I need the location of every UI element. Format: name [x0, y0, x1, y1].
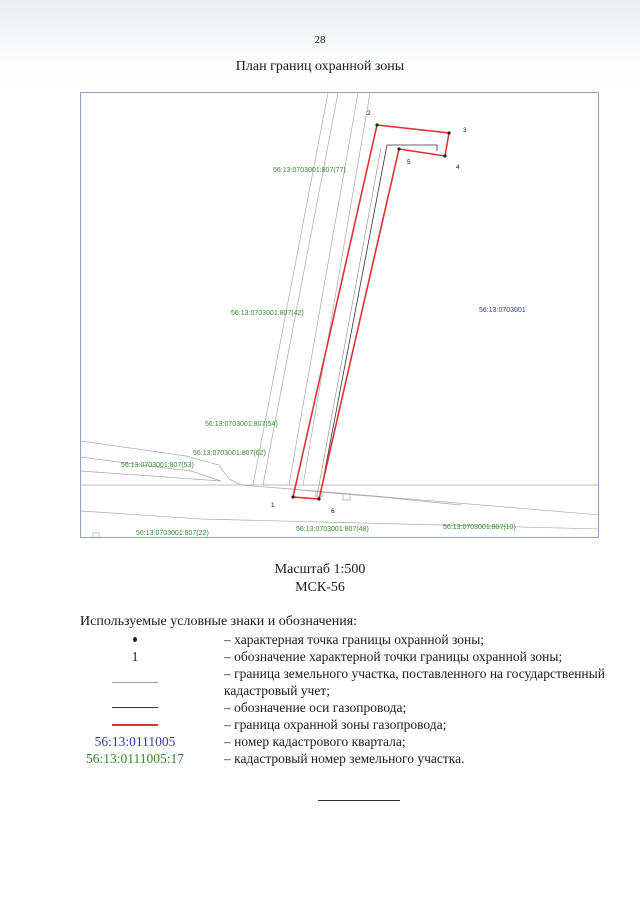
- parcel-marker: [342, 493, 351, 501]
- pipeline-axis: [319, 144, 438, 497]
- point-label-1: 1: [271, 502, 275, 509]
- parcel-line: [81, 470, 222, 482]
- coordinate-system-text: МСК-56: [295, 580, 345, 595]
- parcel-line: [290, 488, 598, 516]
- green-line-icon: [112, 681, 158, 683]
- end-divider: [318, 800, 400, 801]
- legend-text: – обозначение оси газопровода;: [224, 700, 407, 715]
- legend-symbol: [80, 699, 190, 716]
- zone-points: [291, 123, 451, 501]
- legend-row-quarter-number: 56:13:0111005 – номер кадастрового кварт…: [80, 733, 620, 750]
- parcel-label: 56:13:0703001:807(48): [296, 526, 369, 533]
- legend-text: – граница охранной зоны газопровода;: [224, 717, 447, 732]
- parcel-marker: [92, 532, 100, 537]
- legend-text: – кадастровый номер земельного участка.: [224, 751, 465, 766]
- point-label-4: 4: [456, 164, 460, 171]
- legend-symbol: 1: [131, 649, 139, 664]
- parcel-line: [81, 510, 202, 520]
- legend-text: – граница земельного участка, поставленн…: [224, 666, 605, 698]
- parcel-boundaries: [81, 93, 598, 537]
- parcel-label: 56:13:0703001:807(54): [205, 421, 278, 428]
- parcel-label: 56:13:0703001:807(62): [193, 450, 266, 457]
- parcel-line: [252, 93, 329, 486]
- zone-point: [375, 123, 379, 127]
- scale-block: Масштаб 1:500 МСК-56: [0, 561, 640, 597]
- legend-text: – характерная точка границы охранной зон…: [224, 632, 485, 647]
- legend-row-pipeline-axis: – обозначение оси газопровода;: [80, 699, 620, 716]
- quarter-label: 56:13:0703001: [479, 307, 526, 314]
- legend-row-parcel-number: 56:13:0111005:17 – кадастровый номер зем…: [80, 750, 620, 767]
- boundary-plan-map: 1 2 3 4 5 6 56:13:0703001:807(77) 56:13:…: [80, 92, 599, 538]
- parcel-line: [262, 93, 339, 486]
- point-label-3: 3: [463, 127, 467, 134]
- legend-row-point-number: 1 – обозначение характерной точки границ…: [80, 648, 620, 665]
- legend-symbol: [80, 631, 190, 648]
- legend-symbol: 56:13:0111005:17: [85, 751, 184, 766]
- parcel-label: 56:13:0703001:807(22): [136, 530, 209, 537]
- black-line-icon: [112, 707, 158, 708]
- legend-row-zone-boundary: – граница охранной зоны газопровода;: [80, 716, 620, 733]
- legend-symbol: [80, 716, 190, 733]
- red-line-icon: [112, 723, 158, 726]
- zone-point: [291, 495, 295, 499]
- parcel-label: 56:13:0703001:807(77): [273, 167, 346, 174]
- zone-point: [317, 497, 321, 501]
- parcel-line: [200, 518, 598, 530]
- legend-row-parcel-boundary: – граница земельного участка, поставленн…: [80, 665, 620, 699]
- protection-zone-boundary: [292, 124, 450, 500]
- parcel-label: 56:13:0703001:807(10): [443, 524, 516, 531]
- point-label-2: 2: [367, 110, 371, 117]
- zone-point: [447, 131, 451, 135]
- pipeline-axis-offset: [316, 147, 382, 497]
- legend-heading: Используемые условные знаки и обозначени…: [80, 614, 358, 629]
- point-label-6: 6: [331, 508, 335, 515]
- legend-symbol: 56:13:0111005: [94, 734, 176, 749]
- zone-point: [443, 154, 447, 158]
- legend-text: – обозначение характерной точки границы …: [224, 649, 563, 664]
- parcel-line: [288, 93, 359, 486]
- legend: – характерная точка границы охранной зон…: [80, 631, 620, 767]
- scan-shading: [0, 0, 640, 95]
- parcel-label: 56:13:0703001:807(42): [231, 310, 304, 317]
- parcel-line: [302, 93, 371, 486]
- point-dot-icon: [133, 637, 137, 642]
- point-label-5: 5: [407, 159, 411, 166]
- page-number: 28: [314, 34, 326, 46]
- legend-text: – номер кадастрового квартала;: [224, 734, 406, 749]
- scale-text: Масштаб 1:500: [274, 562, 366, 577]
- zone-point: [397, 147, 401, 151]
- legend-row-point: – характерная точка границы охранной зон…: [80, 631, 620, 648]
- legend-symbol: [80, 665, 190, 699]
- parcel-line: [81, 456, 222, 482]
- map-canvas: 1 2 3 4 5 6 56:13:0703001:807(77) 56:13:…: [81, 93, 598, 537]
- page-title: План границ охранной зоны: [235, 59, 405, 74]
- parcel-line: [81, 440, 462, 506]
- parcel-label: 56:13:0703001:807(53): [121, 462, 194, 469]
